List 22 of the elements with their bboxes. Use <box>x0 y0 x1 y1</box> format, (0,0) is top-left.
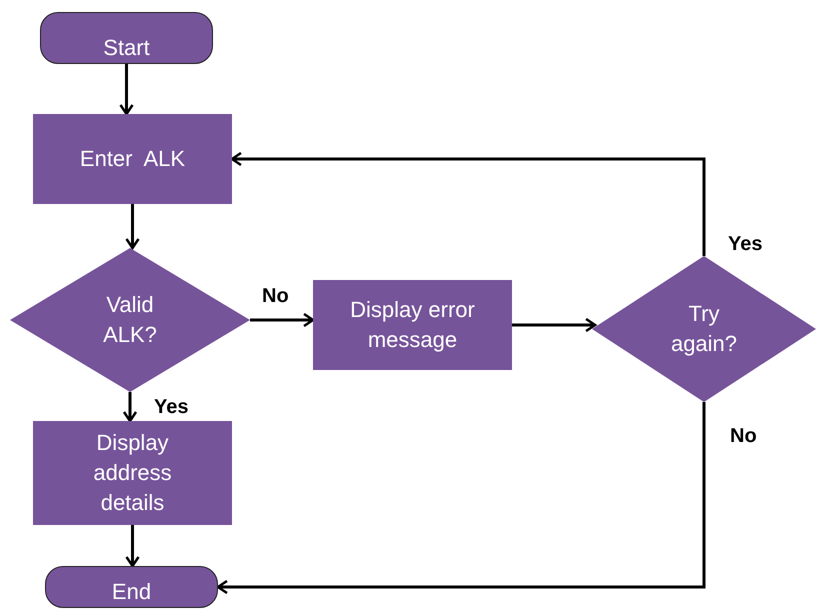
process-box <box>33 114 232 204</box>
node-text: Start <box>102 34 151 62</box>
process-box <box>33 421 232 525</box>
arrow <box>512 318 596 332</box>
decision-diamond <box>592 256 816 402</box>
terminal-shape <box>40 12 213 64</box>
arrow <box>122 392 138 422</box>
arrow <box>125 525 140 568</box>
decision-diamond <box>10 248 250 392</box>
arrow <box>216 402 706 594</box>
node-text: Enter ALK <box>78 145 186 173</box>
node-text: Valid ALK? <box>102 291 158 349</box>
arrow <box>119 64 134 116</box>
process-box <box>313 280 512 370</box>
terminal-shape <box>45 566 218 608</box>
node-text: Try again? <box>670 300 738 358</box>
node-text: Display error message <box>349 296 476 354</box>
arrow <box>230 152 706 256</box>
arrow <box>125 204 140 250</box>
arrow <box>250 312 314 328</box>
node-text: Display address details <box>92 429 173 517</box>
node-text: End <box>110 578 152 606</box>
